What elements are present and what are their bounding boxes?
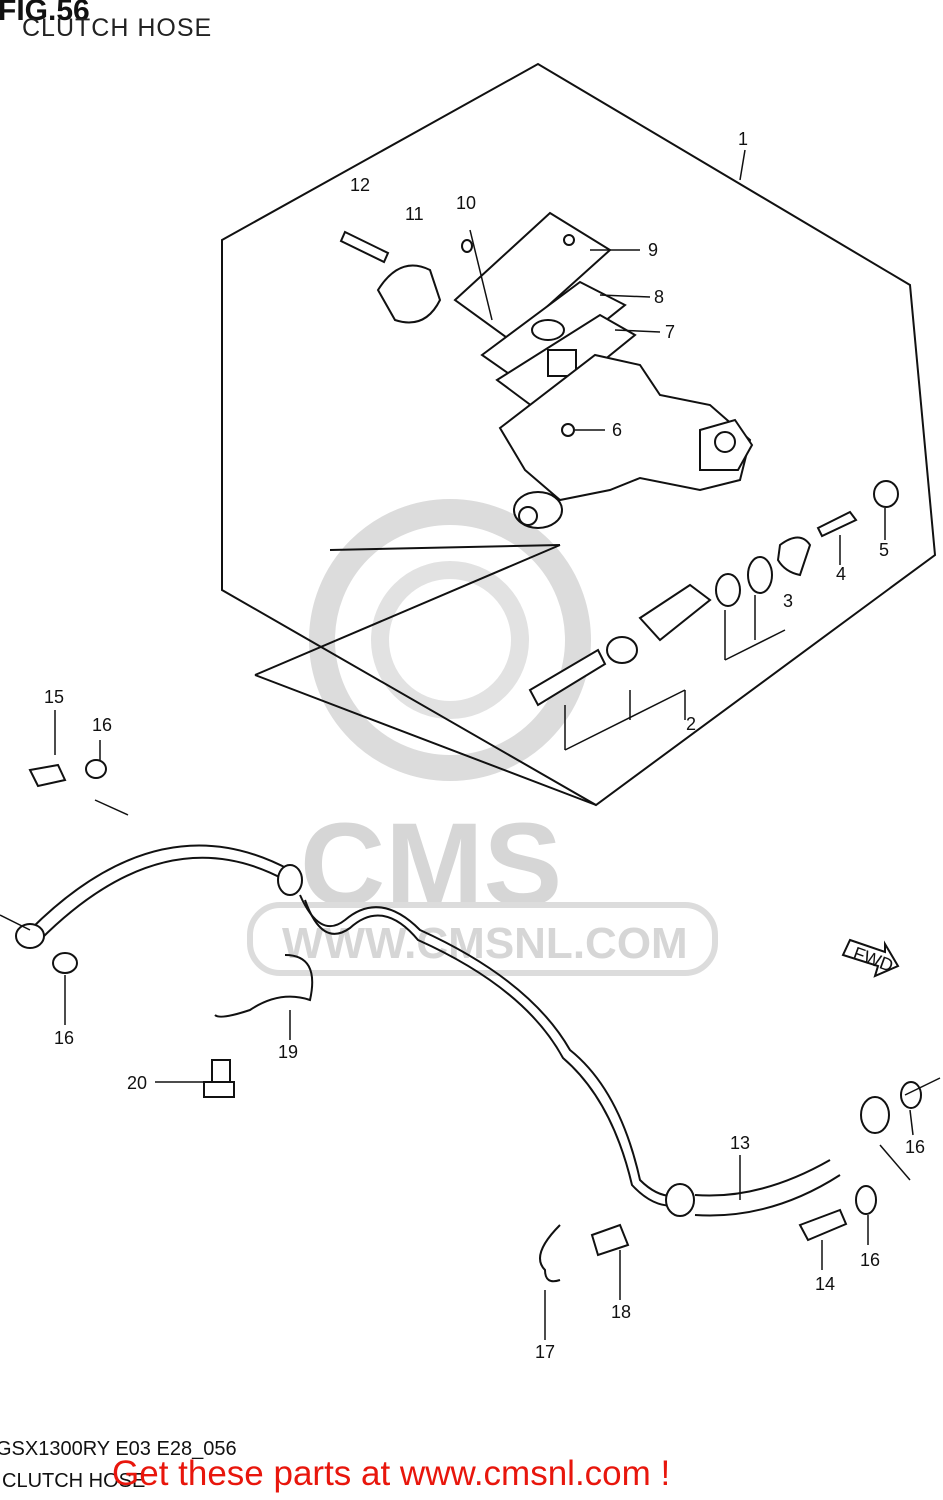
bolt-20-head — [203, 1081, 235, 1098]
callout-1: 1 — [738, 129, 748, 149]
piston-parts — [528, 480, 899, 707]
callout-3: 3 — [783, 591, 793, 611]
bolt-18 — [590, 1223, 630, 1257]
washer-16b — [52, 952, 78, 974]
clamp-11 — [376, 264, 442, 324]
bolt-14 — [798, 1208, 848, 1242]
footer-name: CLUTCH HOSE — [2, 1470, 146, 1492]
piston-ring — [715, 573, 741, 607]
callout-labels: 1 2 3 4 5 6 7 8 9 10 11 12 13 14 15 16 1… — [44, 129, 925, 1362]
washer-16d — [855, 1185, 877, 1215]
callout-11: 11 — [405, 204, 424, 224]
footer-code: GSX1300RY E03 E28_056 — [0, 1438, 237, 1460]
clutch-hose — [15, 844, 890, 1217]
callout-8: 8 — [654, 287, 664, 307]
bolt-15 — [28, 763, 67, 788]
callout-16c: 16 — [905, 1137, 925, 1157]
cta-link[interactable]: Get these parts at www.cmsnl.com ! — [112, 1454, 671, 1493]
callout-18: 18 — [611, 1302, 631, 1322]
assembly-outline — [221, 62, 937, 807]
cup — [606, 636, 638, 664]
callout-16a: 16 — [92, 715, 112, 735]
cap-screw-hole — [563, 234, 575, 246]
watermark-url: WWW.CMSNL.COM — [282, 919, 688, 968]
callout-15: 15 — [44, 687, 64, 707]
piston — [638, 583, 712, 642]
watermark: CMS WWW.CMSNL.COM — [247, 499, 718, 976]
watermark-brand: CMS — [300, 799, 562, 931]
callout-7: 7 — [665, 322, 675, 342]
callout-2: 2 — [686, 714, 696, 734]
reservoir-cap-parts — [453, 211, 637, 414]
leader-lines — [469, 149, 886, 751]
washer-16c — [900, 1081, 922, 1109]
washer-16a — [85, 759, 107, 779]
callout-9: 9 — [648, 240, 658, 260]
callout-4: 4 — [836, 564, 846, 584]
callout-17: 17 — [535, 1342, 555, 1362]
bolt-12 — [339, 230, 390, 264]
dust-boot — [776, 536, 812, 577]
push-rod-nut — [873, 480, 899, 508]
diaphragm-bellows — [547, 349, 577, 377]
upper-bolts — [339, 230, 473, 324]
callout-20: 20 — [127, 1073, 147, 1093]
figure-title: FIG.56 — [0, 0, 90, 27]
lower-parts — [28, 759, 922, 1283]
callout-16d: 16 — [860, 1250, 880, 1270]
figure-subtitle: CLUTCH HOSE — [22, 14, 213, 42]
push-rod — [816, 510, 858, 538]
diaphragm-boss — [531, 319, 565, 341]
spring — [528, 648, 607, 707]
callout-12: 12 — [350, 175, 370, 195]
callout-10: 10 — [456, 193, 476, 213]
callout-19: 19 — [278, 1042, 298, 1062]
callout-13: 13 — [730, 1133, 750, 1153]
callout-6: 6 — [612, 420, 622, 440]
fwd-label: FWD — [851, 943, 896, 976]
callout-14: 14 — [815, 1274, 835, 1294]
fwd-arrow: FWD — [841, 938, 900, 978]
callout-16b: 16 — [54, 1028, 74, 1048]
master-cylinder-body — [498, 353, 754, 529]
screw-10 — [461, 239, 473, 253]
clip-17 — [539, 1224, 561, 1283]
clip-19 — [214, 954, 314, 1018]
lower-leader-lines — [0, 710, 941, 1340]
callout-5: 5 — [879, 540, 889, 560]
circlip — [747, 556, 773, 594]
